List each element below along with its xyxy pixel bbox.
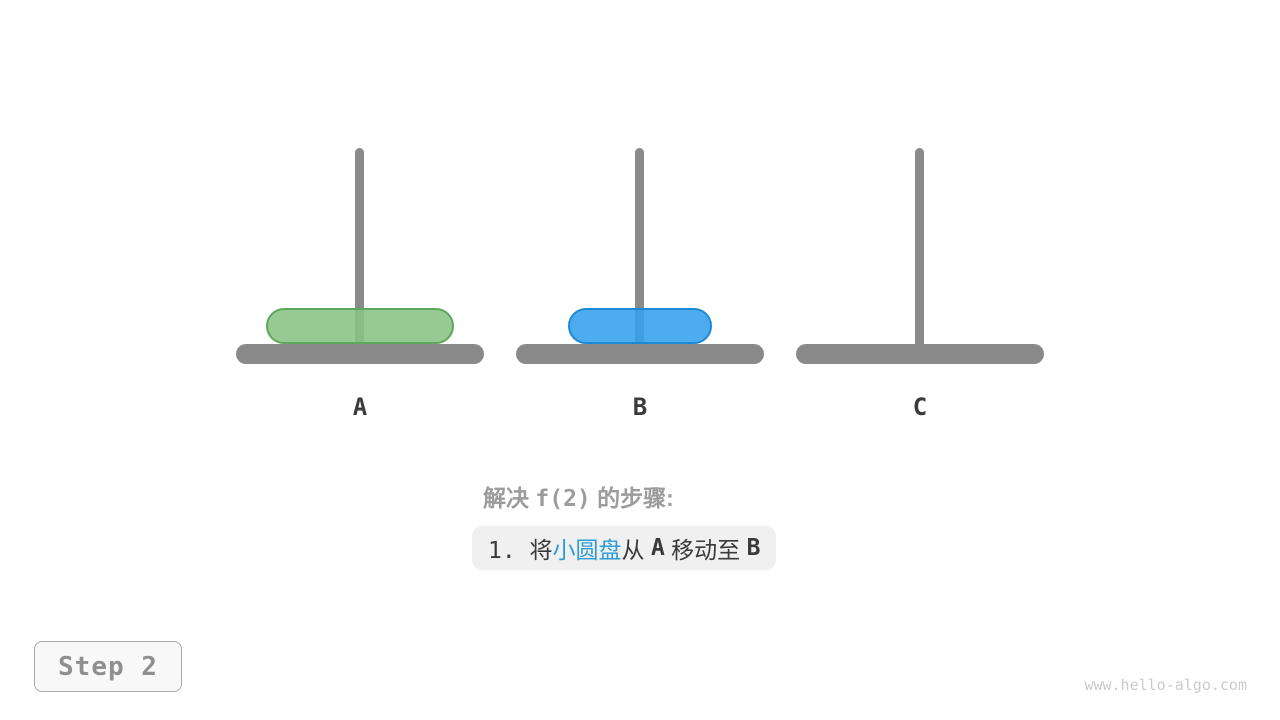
peg-c-base <box>796 344 1044 364</box>
small-disk <box>568 308 712 344</box>
caption-title: 解决 f(2) 的步骤: <box>483 479 674 513</box>
peg-b: B <box>516 148 764 438</box>
caption-title-part1: 解决 <box>483 485 536 511</box>
step-indicator-badge: Step 2 <box>34 641 182 692</box>
peg-a-base <box>236 344 484 364</box>
caption-title-part2: 的步骤: <box>590 485 674 511</box>
peg-b-base <box>516 344 764 364</box>
caption-title-formula: f(2) <box>535 486 591 512</box>
step-target-peg: B <box>746 535 761 561</box>
step-highlight-text: 小圆盘 <box>552 537 622 563</box>
step-source-peg: A <box>650 535 665 561</box>
step-description: 1. 将小圆盘从 A 移动至 B <box>472 526 777 570</box>
peg-b-label: B <box>632 393 648 421</box>
peg-a: A <box>236 148 484 438</box>
peg-b-pole <box>635 148 644 352</box>
large-disk <box>266 308 454 344</box>
watermark: www.hello-algo.com <box>1084 676 1247 694</box>
step-text-move: 移动至 <box>664 537 747 563</box>
peg-c: C <box>796 148 1044 438</box>
peg-a-pole <box>355 148 364 352</box>
step-text-from: 从 <box>621 537 651 563</box>
step-number-text: 1. 将 <box>488 538 553 564</box>
peg-c-pole <box>915 148 924 352</box>
peg-c-label: C <box>912 393 928 421</box>
peg-a-label: A <box>352 393 368 421</box>
